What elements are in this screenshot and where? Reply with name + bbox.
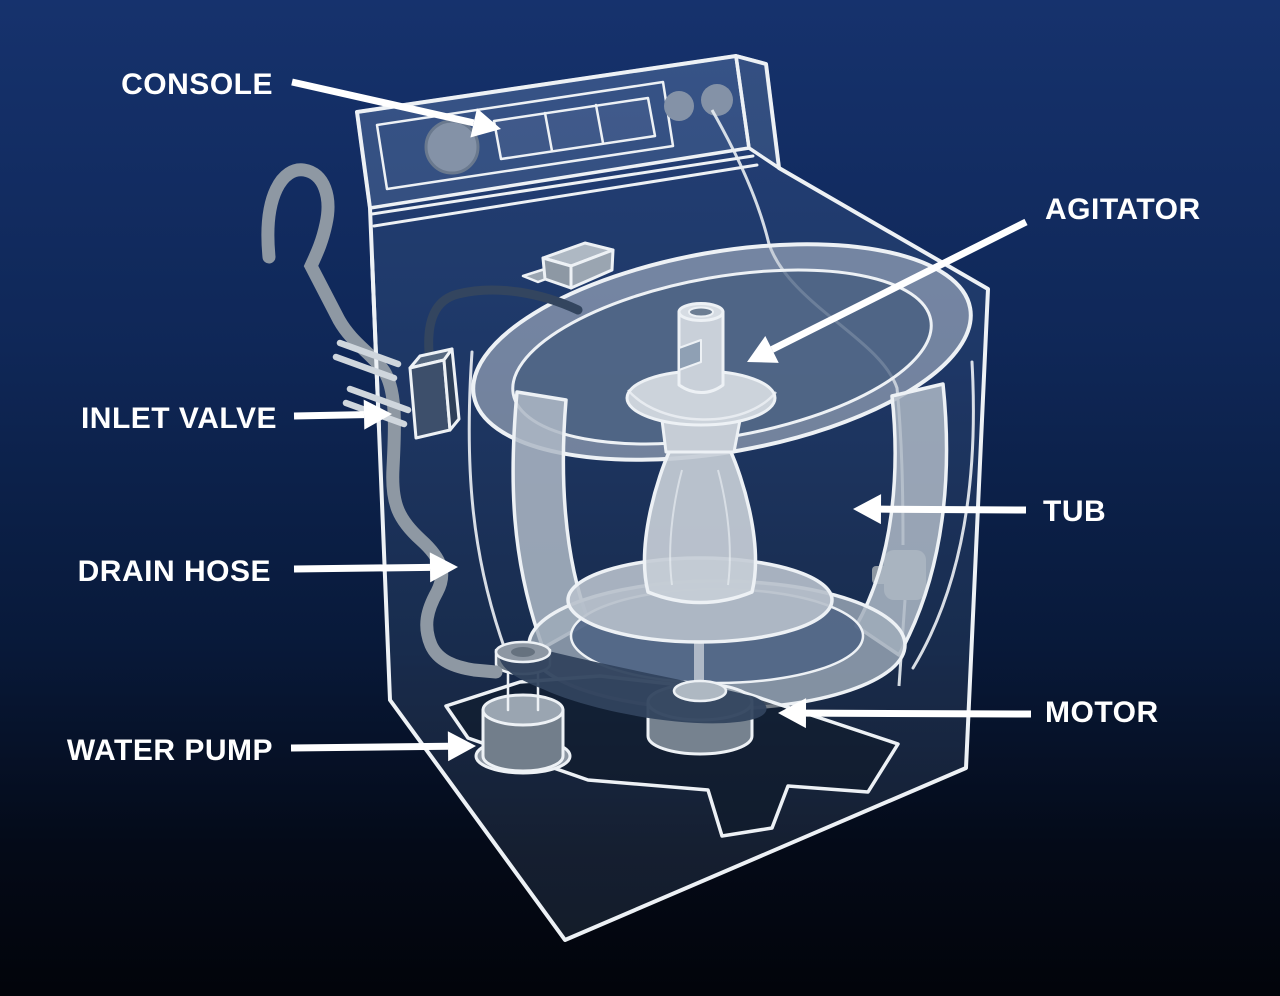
console-display-windows xyxy=(492,96,657,161)
inlet-valve-graphic xyxy=(332,339,461,440)
drain-hose-arrow xyxy=(293,563,431,573)
label-group-inlet-valve: INLET VALVE xyxy=(81,399,392,435)
motor-cap xyxy=(672,679,728,703)
console-panel xyxy=(355,54,781,228)
motor-arrow xyxy=(805,709,1032,718)
drive-shaft xyxy=(694,640,704,702)
washing-machine-illustration xyxy=(261,54,990,942)
water-pump-arrow xyxy=(290,742,449,752)
console-side xyxy=(734,54,781,170)
console-dial xyxy=(424,119,480,175)
label-group-motor: MOTOR xyxy=(778,696,1159,729)
inlet-valve-arrowhead xyxy=(363,399,392,430)
motor-label: MOTOR xyxy=(1045,696,1159,729)
inlet-valve-arrow xyxy=(293,411,365,420)
label-group-tub: TUB xyxy=(853,494,1106,528)
inlet-hose xyxy=(424,285,583,357)
motor-arrowhead xyxy=(778,698,807,729)
lid-latch xyxy=(521,241,615,290)
agitator-label: AGITATOR xyxy=(1045,193,1201,226)
inlet-valve-label: INLET VALVE xyxy=(81,402,277,435)
drain-hose-label: DRAIN HOSE xyxy=(78,555,271,588)
tub-outer-left-line xyxy=(467,350,509,657)
console-bottom-line-2 xyxy=(372,163,759,228)
labels-layer: CONSOLE AGITATOR INLET VALVE TUB DRAIN HOSE M… xyxy=(67,68,1201,767)
water-pump-label: WATER PUMP xyxy=(67,734,273,767)
water-pump-arrowhead xyxy=(447,731,476,762)
label-group-water-pump: WATER PUMP xyxy=(67,731,476,767)
label-group-console: CONSOLE xyxy=(121,68,501,138)
agitator-graphic xyxy=(566,302,834,644)
tub-arrowhead xyxy=(853,494,882,525)
console-label: CONSOLE xyxy=(121,68,273,101)
console-inner-border xyxy=(375,80,675,191)
tub-arrow xyxy=(880,505,1027,514)
console-arrowhead xyxy=(470,108,501,138)
label-group-drain-hose: DRAIN HOSE xyxy=(78,552,458,588)
tub-label: TUB xyxy=(1043,495,1106,528)
drive-belt xyxy=(499,643,767,724)
pump-pulley-hole xyxy=(511,647,535,657)
agitator-arrow xyxy=(770,218,1028,353)
agitator-arrowhead xyxy=(747,336,779,363)
console-arrow xyxy=(291,78,475,127)
drain-hose-arrowhead xyxy=(429,552,458,583)
console-bottom-line-1 xyxy=(370,154,755,216)
console-knob-left xyxy=(664,91,694,121)
tub-outer-right-line xyxy=(911,360,975,670)
console-knob-right xyxy=(701,84,733,116)
label-group-agitator: AGITATOR xyxy=(747,193,1201,363)
